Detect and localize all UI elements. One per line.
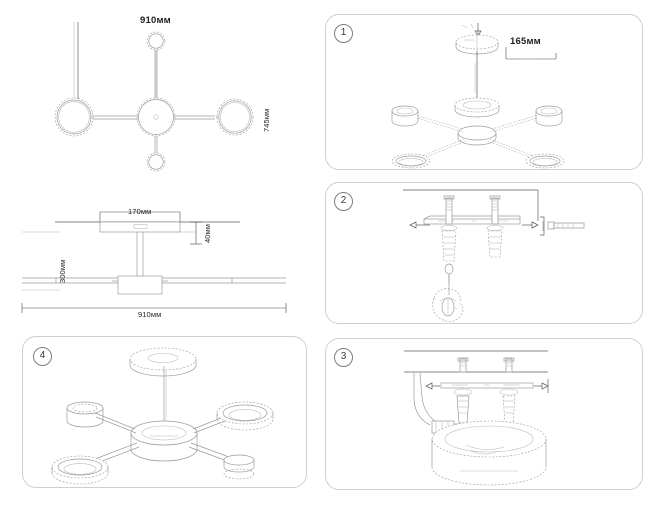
plan-dim-depth-label: 745мм — [262, 108, 271, 132]
step-4-panel: 4 — [22, 336, 307, 488]
step-4-drawing — [51, 347, 274, 485]
step-2-number: 2 — [334, 192, 353, 211]
elevation-dim-canopy-height-label: 40мм — [203, 223, 212, 243]
elevation-view-drawing — [21, 211, 287, 313]
step-1-panel: 1 — [325, 14, 643, 170]
step-1-dim-canopy-diameter-label: 165мм — [510, 36, 541, 47]
plan-view-panel — [0, 0, 320, 185]
plan-view-drawing — [54, 22, 254, 172]
step-1-number: 1 — [334, 24, 353, 43]
step-4-number: 4 — [33, 347, 52, 366]
step-3-drawing — [404, 350, 549, 486]
elevation-dim-drop-height-label: 300мм — [58, 259, 67, 283]
plan-dim-width-label: 910мм — [140, 15, 171, 26]
elevation-dim-canopy-width-label: 170мм — [128, 207, 152, 216]
step-3-panel: 3 — [325, 338, 643, 490]
step-2-panel: 2 — [325, 182, 643, 324]
step-3-number: 3 — [334, 348, 353, 367]
step-2-drawing — [403, 189, 585, 322]
elevation-dim-overall-width-label: 910мм — [138, 310, 162, 319]
elevation-view-panel — [0, 190, 320, 325]
step-1-drawing — [391, 23, 565, 169]
